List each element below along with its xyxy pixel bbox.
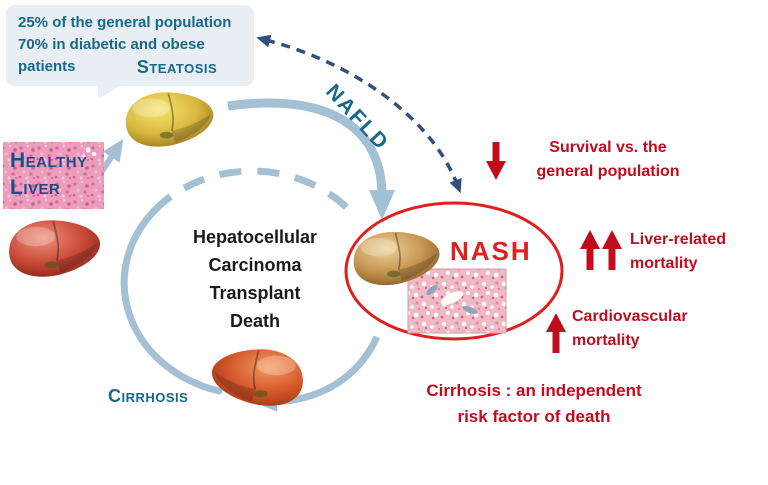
nash-label: NASH [450, 236, 532, 266]
nafld-reversibility-dashed-arrow [256, 34, 462, 194]
cirrhosis-risk-line-2: risk factor of death [457, 407, 611, 426]
cardio-line-1: Cardiovascular [572, 308, 688, 325]
cirrhosis-risk-annotation: Cirrhosis : an independent risk factor o… [388, 378, 680, 430]
cirrhosis-risk-line-1: Cirrhosis : an independent [426, 381, 642, 400]
cycle-outcome-death: Death [229, 311, 280, 331]
steatosis-label: Steatosis [136, 57, 218, 77]
prevalence-line-2: 70% in diabetic and obese patients [18, 36, 205, 75]
cirrhosis-label: Cirrhosis [108, 386, 189, 406]
progression-cycle-dashed-arc [151, 167, 360, 222]
steatosis-liver-illustration [124, 91, 215, 148]
cycle-outcome-carcinoma: Carcinoma [208, 255, 302, 275]
survival-line-1: Survival vs. the [549, 139, 667, 156]
arrow-up-double-icon [580, 230, 622, 270]
liver-mortality-annotation: Liver-related mortality [630, 228, 768, 276]
cycle-outcomes: Hepatocellular Carcinoma Transplant Deat… [150, 223, 360, 335]
survival-annotation: Survival vs. the general population [512, 136, 704, 184]
prevalence-line-1: 25% of the general population [18, 14, 232, 31]
cycle-outcome-hepatocellular: Hepatocellular [192, 227, 318, 247]
healthy-liver-label: Healthy Liver [10, 147, 88, 201]
healthy-liver-label-line1: Healthy [10, 149, 88, 172]
cycle-outcome-transplant: Transplant [209, 283, 301, 303]
liver-mortality-line-2: mortality [630, 255, 698, 272]
healthy-histology-image [3, 142, 104, 209]
healthy-liver-label-line2: Liver [10, 176, 61, 199]
progression-cycle-solid-arc [120, 207, 223, 395]
callout-tail [98, 85, 122, 99]
prevalence-callout: 25% of the general population 70% in dia… [6, 5, 254, 99]
cardiovascular-mortality-annotation: Cardiovascular mortality [572, 305, 732, 353]
survival-line-2: general population [536, 163, 680, 180]
liver-mortality-line-1: Liver-related [630, 231, 727, 248]
healthy-liver-illustration [8, 219, 102, 278]
cardio-line-2: mortality [572, 332, 640, 349]
nash-histology-image [407, 268, 507, 334]
